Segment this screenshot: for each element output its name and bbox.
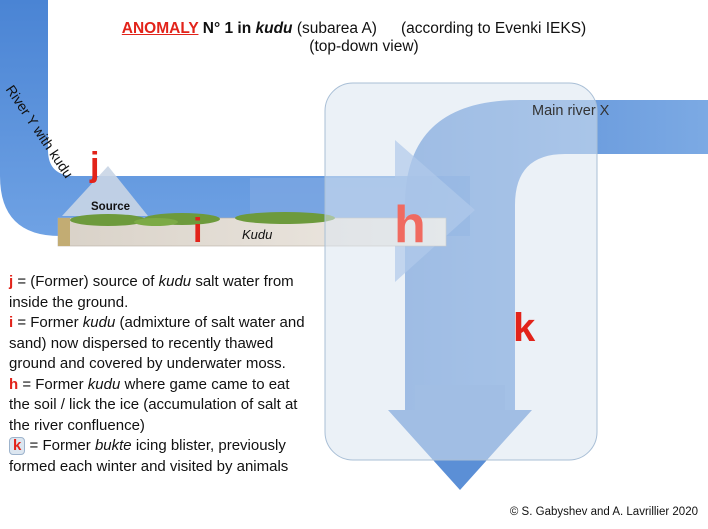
legend-item-i: i = Former kudu (admixture of salt water… — [9, 314, 305, 372]
main-river-label: Main river X — [532, 103, 610, 119]
legend: j = (Former) source of kudu salt water f… — [9, 272, 309, 477]
legend-item-j: j = (Former) source of kudu salt water f… — [9, 273, 294, 311]
title-line-2: (top-down view) — [309, 38, 419, 55]
marker-h: h — [394, 196, 426, 254]
kudu-label: Kudu — [242, 227, 273, 242]
title-subarea: (subarea A) — [296, 20, 377, 37]
legend-item-h: h = Former kudu where game came to eat t… — [9, 375, 298, 434]
source-triangle — [62, 166, 148, 216]
kudu-strip-end — [58, 218, 70, 246]
marker-j: j — [90, 146, 100, 184]
credit: © S. Gabyshev and A. Lavrillier 2020 — [509, 506, 698, 518]
title-line-1: ANOMALY N° 1 in kudu (subarea A) (accordi… — [0, 20, 708, 38]
marker-k: k — [513, 306, 536, 350]
title-number: N° 1 in — [202, 20, 252, 37]
title-anomaly: ANOMALY — [121, 20, 199, 37]
title-source: (according to Evenki IEKS) — [400, 20, 587, 37]
source-label: Source — [91, 201, 130, 213]
moss-patches — [70, 212, 335, 226]
title-kudu: kudu — [255, 20, 293, 37]
bukte-blister-overlay — [324, 82, 598, 461]
marker-i: i — [193, 212, 203, 250]
legend-item-k: k = Former bukte icing blister, previous… — [9, 437, 289, 475]
